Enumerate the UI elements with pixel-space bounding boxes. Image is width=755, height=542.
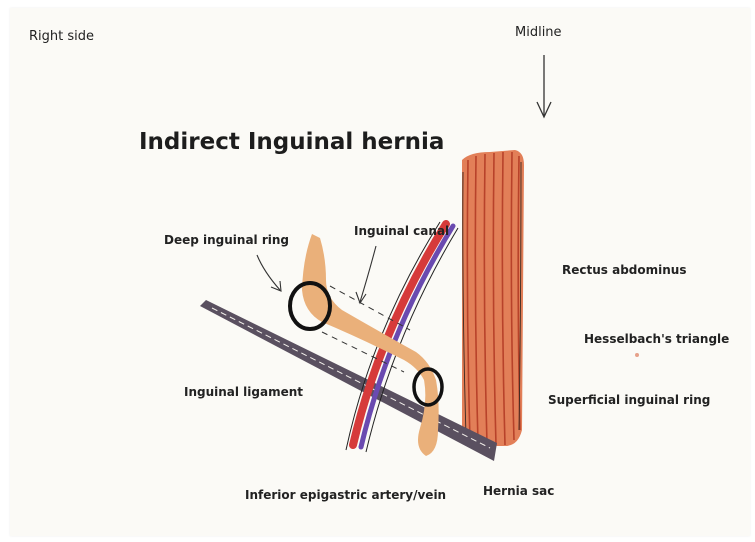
hernia-sac-path — [302, 234, 439, 456]
right-side-label: Right side — [29, 29, 94, 44]
rectus-abdominus-muscle — [462, 150, 524, 446]
superficial-inguinal-ring — [412, 367, 444, 407]
paper-background — [10, 8, 750, 536]
inferior-epigastric-label: Inferior epigastric artery/vein — [245, 488, 447, 502]
inguinal-canal-outline — [321, 285, 411, 373]
deep-inguinal-ring-label: Deep inguinal ring — [164, 233, 290, 247]
inguinal-ligament-label: Inguinal ligament — [184, 385, 304, 399]
midline-arrow — [536, 55, 552, 119]
inferior-epigastric-vessels — [345, 220, 459, 453]
deep-inguinal-ring — [288, 281, 332, 331]
hernia-sac-label: Hernia sac — [483, 484, 555, 498]
marker-dot — [635, 353, 639, 357]
pointer-arrows — [256, 245, 377, 305]
hesselbach-triangle-label: Hesselbach's triangle — [584, 332, 730, 346]
inguinal-canal-label: Inguinal canal — [354, 224, 450, 238]
midline-label: Midline — [515, 25, 562, 40]
superficial-inguinal-ring-label: Superficial inguinal ring — [548, 393, 711, 407]
rectus-abdominus-label: Rectus abdominus — [562, 263, 687, 277]
diagram-title: Indirect Inguinal hernia — [139, 129, 445, 155]
